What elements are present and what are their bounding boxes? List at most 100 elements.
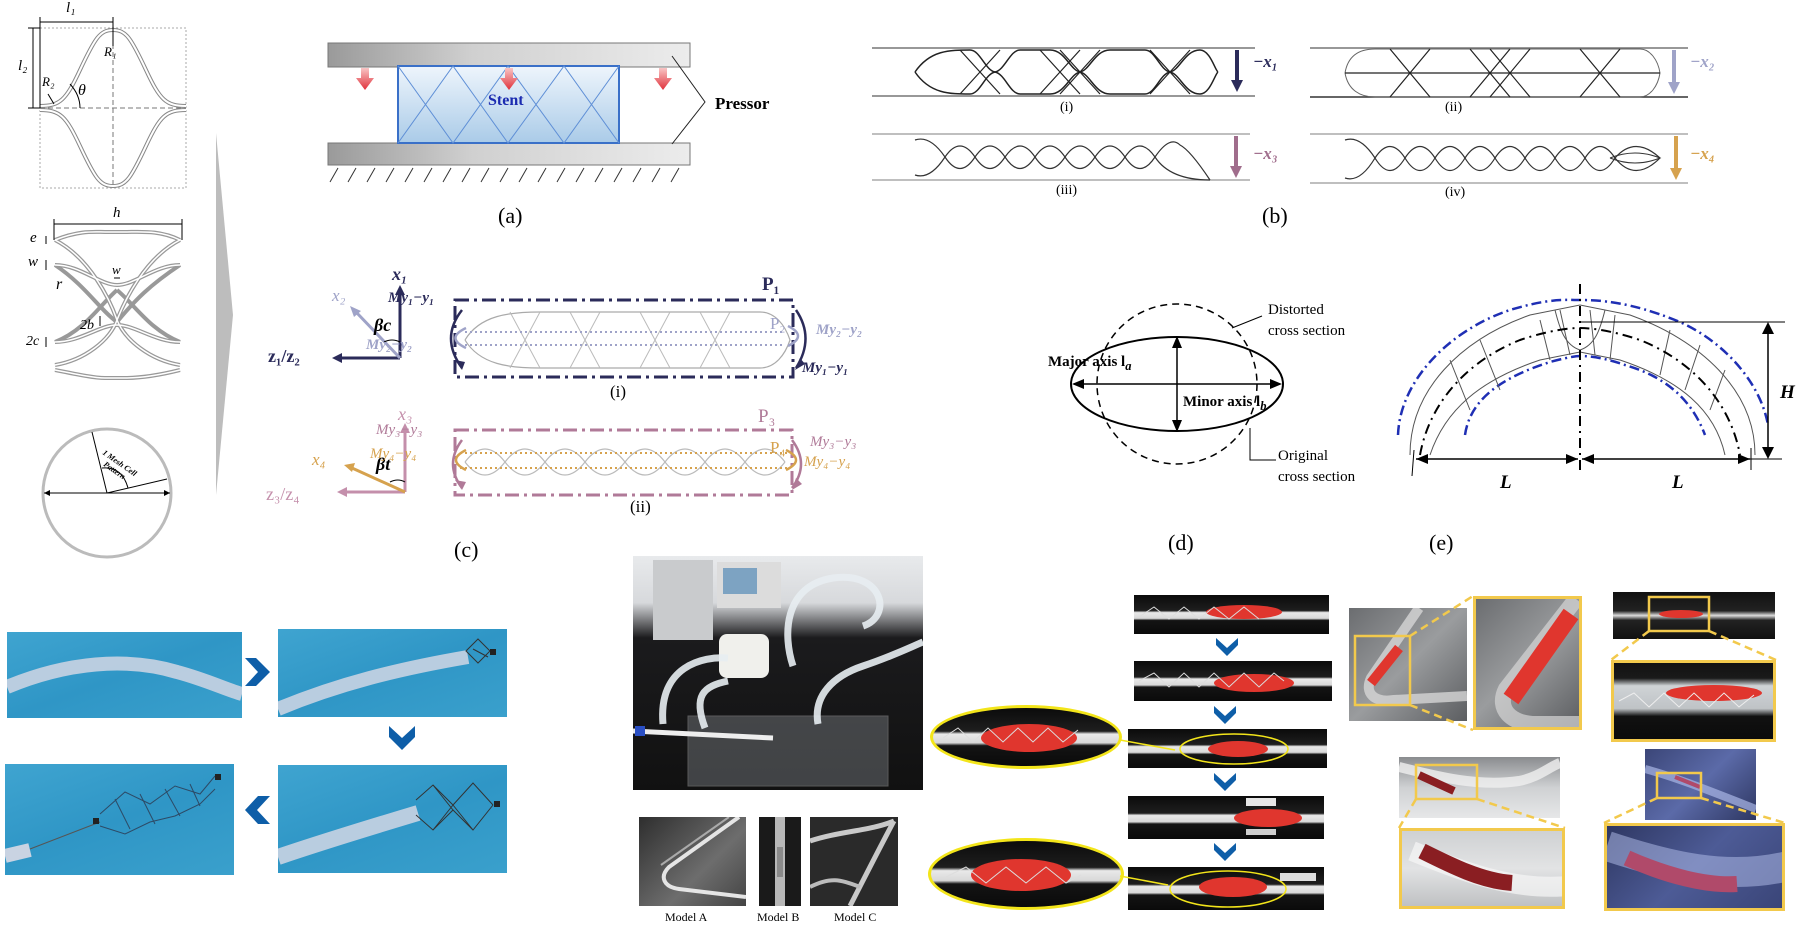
c-moment-left-4: My₄−y₄: [370, 446, 417, 462]
major-axis-sub: a: [1125, 359, 1132, 373]
deployment-photo-2: [278, 629, 507, 717]
retrieval-frame-4: [1128, 796, 1324, 839]
mesh-pattern-svg: [45, 219, 183, 380]
label-l1: l₁: [66, 0, 76, 16]
b-label-iv: (iv): [1445, 185, 1466, 200]
c-axis-x4: x₄: [312, 450, 326, 469]
panel-c: x₁ x₂ βc z₁/z₂ My₁−y₁ My₂−y₂ P₁ P₂ My₂−y…: [240, 250, 1000, 550]
retrieval-arrow-1-icon: [1216, 638, 1238, 656]
label-2c: 2c: [26, 334, 40, 349]
model-a-photo: [639, 817, 746, 906]
panel-a: Stent Pressor: [260, 20, 860, 240]
subpanel-b-iv: [1310, 133, 1688, 184]
original-leader: [1249, 428, 1276, 461]
pressure-arrows: [356, 68, 672, 90]
highlight-ellipse-5: [1169, 870, 1287, 908]
retrieval-frame-5: [1128, 867, 1324, 910]
c-p4: P₄: [770, 438, 786, 457]
c-p2: P₂: [770, 314, 786, 333]
panel-e-svg: [1396, 284, 1785, 477]
minor-axis-label: Minor axis lb: [1183, 394, 1266, 414]
distorted-label-line2: cross section: [1268, 323, 1346, 339]
c-moment-right-2: My₂−y₂: [816, 322, 863, 338]
deployment-sequence: [0, 620, 620, 931]
c-axis-z34: z₃/z₄: [266, 484, 300, 504]
stent-bottom-box: [451, 428, 803, 497]
c-axis-z12: z₁/z₂: [268, 346, 300, 366]
model-c-photo: [810, 817, 898, 906]
c-angle-beta-t: βt: [376, 454, 391, 474]
retrieval-zoom-callout-1: [930, 705, 1122, 769]
b-force-x1: −x₁: [1253, 52, 1278, 71]
e-label-l-right: L: [1672, 472, 1684, 493]
model-d-result-photo: [1645, 749, 1756, 820]
pattern-radius-2: [106, 478, 168, 494]
pressure-arrow-center: [500, 68, 518, 90]
subpanel-b-iii: [872, 133, 1250, 181]
c-moment-left-3: My₃−y₃: [376, 422, 423, 438]
r2-leader: [47, 93, 55, 105]
c-axis-x3: x₃: [398, 404, 413, 424]
label-w-center: w: [112, 262, 121, 277]
subpanel-b-ii: [1310, 47, 1688, 98]
c-p1: P₁: [762, 274, 780, 295]
frame-bottom: [337, 423, 410, 497]
b-force-x2: −x₂: [1690, 52, 1715, 71]
major-axis-text: Major axis l: [1048, 354, 1126, 370]
panel-label-a: (a): [498, 203, 523, 228]
label-r2: R₂: [42, 74, 55, 89]
retrieval-arrow-2-icon: [1214, 706, 1236, 724]
stent-cross-hatch: [397, 65, 620, 144]
diameter-arrow-right: [164, 490, 170, 496]
model-c-zoom-photo: [1399, 828, 1565, 909]
model-d-zoom-photo: [1604, 823, 1785, 911]
model-a-zoom-photo: [1473, 596, 1582, 730]
label-r: r: [56, 276, 63, 293]
pressure-arrow-right: [654, 68, 672, 90]
distorted-label-line1: Distorted: [1268, 302, 1324, 318]
frame-top: [332, 285, 405, 363]
ground-hatch: [329, 167, 680, 183]
cross-section-circle-svg: [41, 427, 173, 559]
c-moment-right-1: My₁−y₁: [802, 360, 849, 376]
bent-stent-inner-outline: [1463, 354, 1707, 436]
force-arrow-x3: [1230, 136, 1242, 178]
panel-d: Major axis la Minor axis lb Distorted cr…: [1040, 250, 1400, 520]
model-c-result-photo: [1399, 757, 1560, 818]
b-force-x4: −x₄: [1690, 144, 1715, 163]
retrieval-frame-1: [1134, 595, 1329, 634]
label-h: h: [113, 205, 121, 221]
panel-e: H L L: [1390, 270, 1809, 510]
pressor-brace: [671, 55, 706, 145]
model-results: [1340, 580, 1809, 931]
major-axis-label: Major axis la: [1048, 354, 1131, 374]
c-axis-x2: x₂: [332, 286, 346, 305]
bottom-fixed-plate: [327, 142, 691, 166]
panel-a-svg: [327, 42, 706, 183]
c-moment-left-2: My₂−y₂: [366, 337, 413, 353]
panel-label-b: (b): [1262, 203, 1288, 228]
retrieval-arrow-4-icon: [1214, 843, 1236, 861]
model-b-photo: [759, 817, 801, 906]
arrow-right-icon: [245, 658, 270, 686]
retrieval-arrow-3-icon: [1214, 773, 1236, 791]
label-theta: θ: [78, 82, 86, 99]
model-b-zoom-photo: [1611, 660, 1776, 742]
c-label-i: (i): [610, 382, 627, 401]
distorted-leader: [1231, 315, 1263, 329]
unit-cell-svg: [28, 17, 187, 189]
retrieval-zoom-callout-2: [928, 838, 1124, 910]
test-rig-photo: [633, 556, 923, 790]
model-a-caption: Model A: [665, 910, 708, 924]
panel-b: −x₁ (i) −x₂ (ii) −x₃ (iii) −x₄ (iv): [870, 40, 1809, 240]
c-p3: P₃: [758, 406, 776, 427]
highlight-ellipse-3: [1179, 733, 1289, 765]
b-force-x3: −x₃: [1253, 144, 1278, 163]
deployment-arrows-svg: [245, 658, 415, 824]
b-label-i: (i): [1060, 100, 1074, 115]
panel-d-svg: [1070, 303, 1284, 465]
panel-c-svg: [332, 285, 807, 497]
minor-axis-text: Minor axis l: [1183, 394, 1261, 410]
b-label-iii: (iii): [1056, 183, 1077, 198]
b-label-ii: (ii): [1445, 100, 1463, 115]
